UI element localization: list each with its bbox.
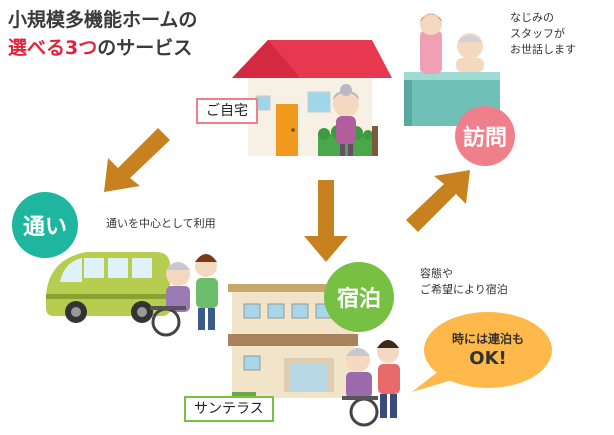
day-service-badge: 通い	[12, 192, 78, 258]
stay-note-line-1: 容態や	[420, 267, 453, 280]
day-note: 通いを中心として利用	[106, 217, 216, 230]
callout-line-1: 時には連泊も	[451, 332, 524, 346]
stay-note-line-2: ご希望により宿泊	[420, 283, 508, 296]
visit-note-line-3: お世話します	[510, 43, 576, 56]
wheelchair-pair-1-illustration	[150, 254, 218, 337]
arrow-home-to-stay	[304, 180, 348, 262]
grandma-home-illustration	[333, 84, 359, 156]
arrow-home-to-day	[104, 128, 170, 192]
visit-service-badge: 訪問	[455, 106, 515, 166]
title-rest: のサービス	[97, 37, 193, 59]
home-label: ご自宅	[196, 98, 258, 124]
visit-note: なじみの スタッフが お世話します	[510, 10, 576, 58]
callout-line-2: OK!	[469, 348, 507, 369]
page-title: 小規模多機能ホームの 選べる3つのサービス	[8, 6, 197, 62]
wheelchair-pair-2-illustration	[342, 340, 400, 427]
facility-label: サンテラス	[184, 396, 274, 422]
title-line-2: 選べる3つのサービス	[8, 34, 197, 62]
visit-note-line-1: なじみの	[510, 11, 554, 24]
title-line-1: 小規模多機能ホームの	[8, 9, 198, 31]
stay-note: 容態や ご希望により宿泊	[420, 266, 508, 298]
callout-bubble	[412, 312, 552, 392]
stay-service-badge: 宿泊	[324, 262, 394, 332]
visit-note-line-2: スタッフが	[510, 27, 565, 40]
arrow-stay-to-visit	[406, 170, 470, 232]
bus-illustration	[46, 252, 170, 323]
callout-text: 時には連泊も OK!	[428, 330, 548, 370]
title-accent: 選べる3つ	[8, 37, 98, 59]
